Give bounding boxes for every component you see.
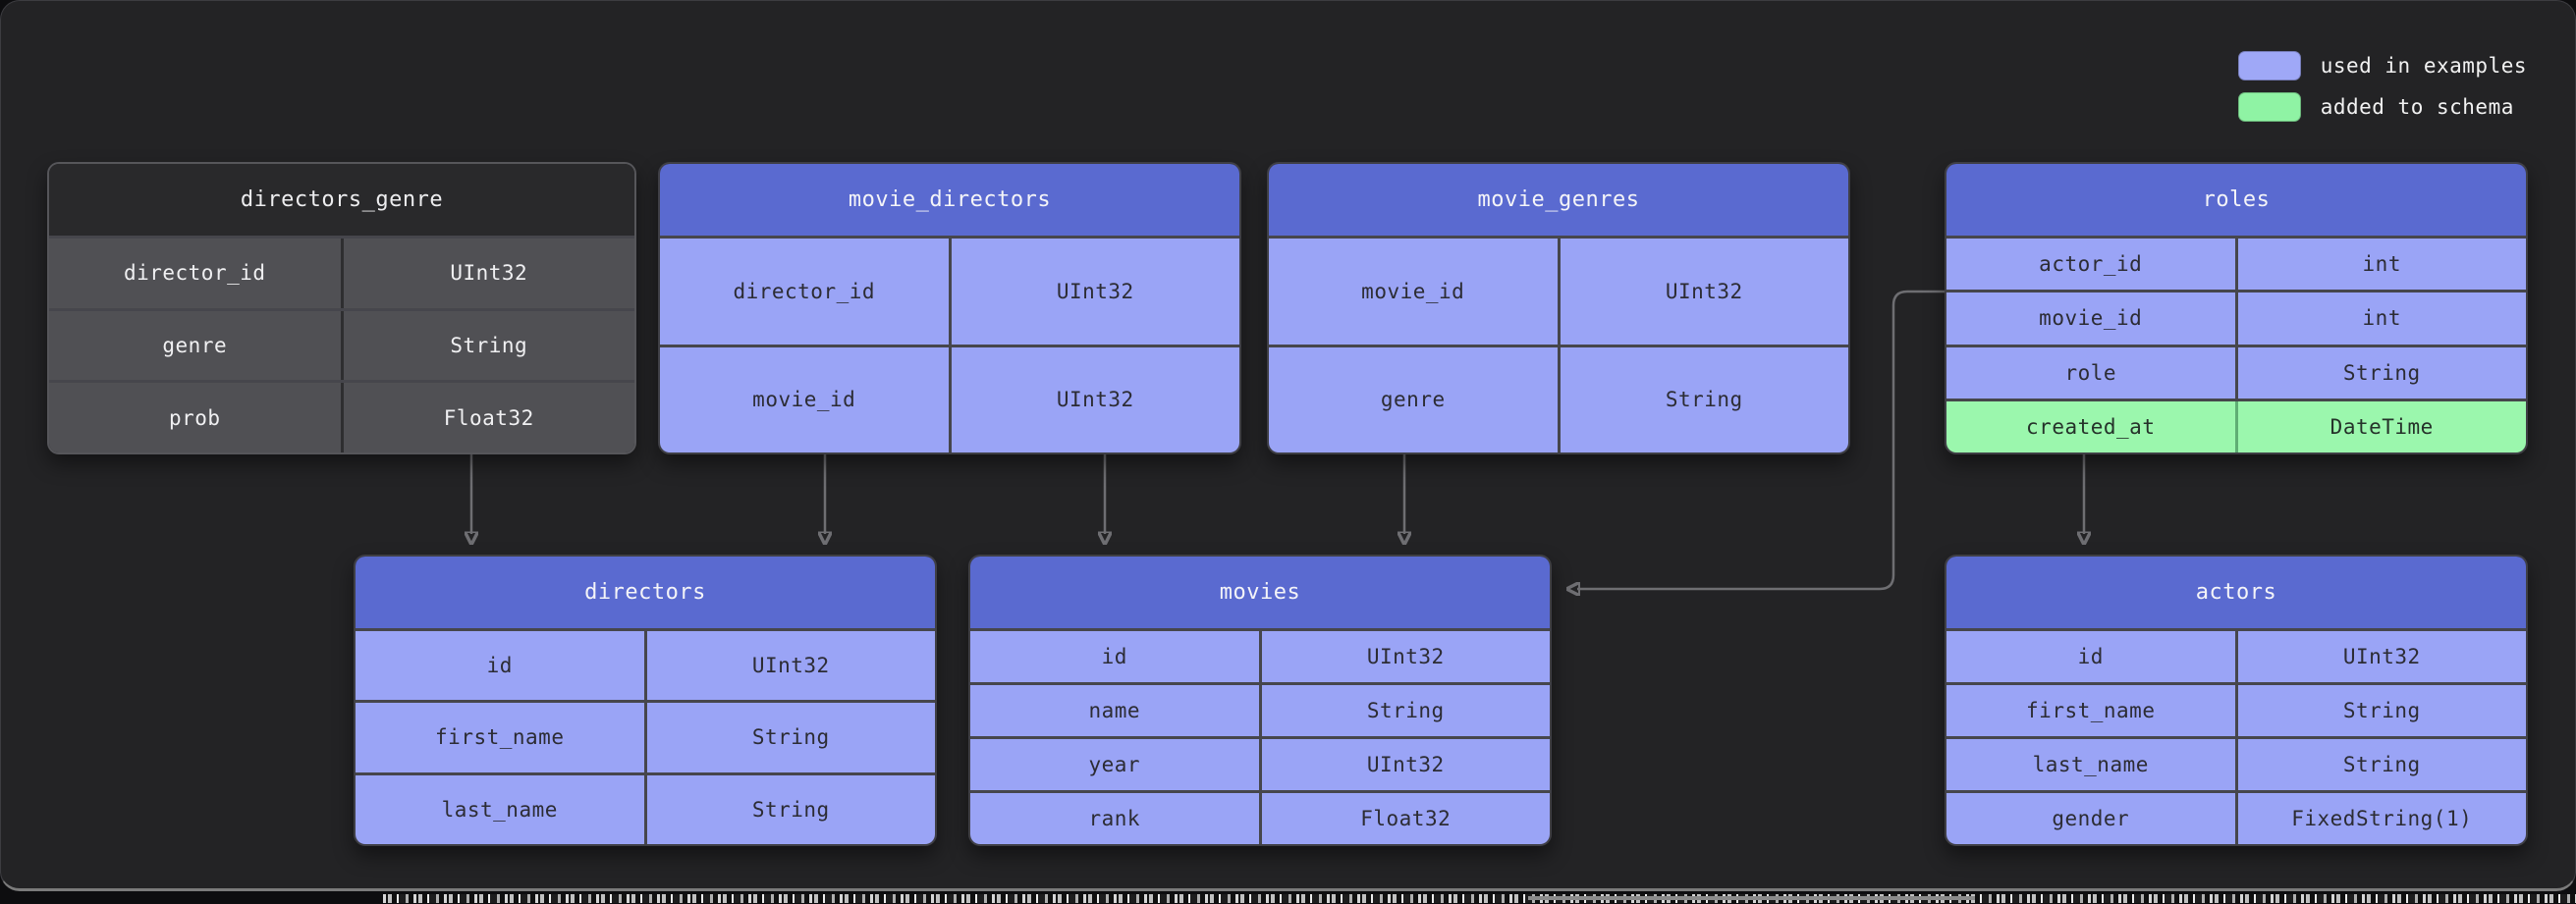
field-name: name <box>970 685 1259 736</box>
field-type: String <box>643 774 935 844</box>
field-type: String <box>340 310 634 381</box>
field-name: id <box>356 631 644 701</box>
table-title-directors_genre: directors_genre <box>49 164 634 239</box>
field-name: last_name <box>1946 739 2235 790</box>
field-type: Float32 <box>1258 793 1550 844</box>
field-type: UInt32 <box>1557 239 1848 345</box>
field-type: String <box>2234 346 2526 399</box>
field-type: String <box>1557 346 1848 452</box>
field-type: int <box>2234 239 2526 291</box>
field-name: first_name <box>1946 685 2235 736</box>
legend-swatch-blue <box>2237 51 2301 80</box>
field-name: genre <box>1269 346 1558 452</box>
field-type: String <box>2234 685 2526 736</box>
legend-label: added to schema <box>2320 95 2514 119</box>
field-type: UInt32 <box>2234 631 2526 682</box>
field-name: id <box>1946 631 2235 682</box>
field-name: prob <box>49 383 341 452</box>
field-name: director_id <box>660 239 949 345</box>
legend-item-used-in-examples: used in examples <box>2237 51 2527 80</box>
table-title-directors: directors <box>356 557 935 631</box>
table-title-roles: roles <box>1946 164 2526 239</box>
legend-swatch-green <box>2237 92 2301 122</box>
field-name: gender <box>1946 793 2235 844</box>
field-name: first_name <box>356 703 644 772</box>
field-type: int <box>2234 292 2526 345</box>
legend-item-added-to-schema: added to schema <box>2237 92 2527 122</box>
field-name: rank <box>970 793 1259 844</box>
field-type: UInt32 <box>1258 739 1550 790</box>
field-name: movie_id <box>1269 239 1558 345</box>
field-name: genre <box>49 310 341 381</box>
table-title-movies: movies <box>970 557 1550 631</box>
field-name: movie_id <box>660 346 949 452</box>
field-type: String <box>2234 739 2526 790</box>
field-type: UInt32 <box>1258 631 1550 682</box>
legend-label: used in examples <box>2320 54 2527 78</box>
field-type: UInt32 <box>643 631 935 701</box>
field-name: actor_id <box>1946 239 2235 291</box>
field-type: String <box>643 703 935 772</box>
table-title-movie_directors: movie_directors <box>660 164 1239 239</box>
field-name: director_id <box>49 239 341 308</box>
background-window-sliver <box>383 894 2576 903</box>
field-name: movie_id <box>1946 292 2235 345</box>
field-name: year <box>970 739 1259 790</box>
field-name: role <box>1946 346 2235 399</box>
field-type: DateTime <box>2234 400 2526 452</box>
field-name: last_name <box>356 774 644 844</box>
field-type: Float32 <box>340 383 634 452</box>
table-title-actors: actors <box>1946 557 2526 631</box>
table-title-movie_genres: movie_genres <box>1269 164 1848 239</box>
field-type: FixedString(1) <box>2234 793 2526 844</box>
field-type: UInt32 <box>948 239 1239 345</box>
background-window-sliver-solid <box>1528 896 1975 900</box>
field-type: UInt32 <box>340 239 634 308</box>
legend: used in examples added to schema <box>2237 51 2527 122</box>
field-name: created_at <box>1946 400 2235 452</box>
field-name: id <box>970 631 1259 682</box>
field-type: String <box>1258 685 1550 736</box>
field-type: UInt32 <box>948 346 1239 452</box>
